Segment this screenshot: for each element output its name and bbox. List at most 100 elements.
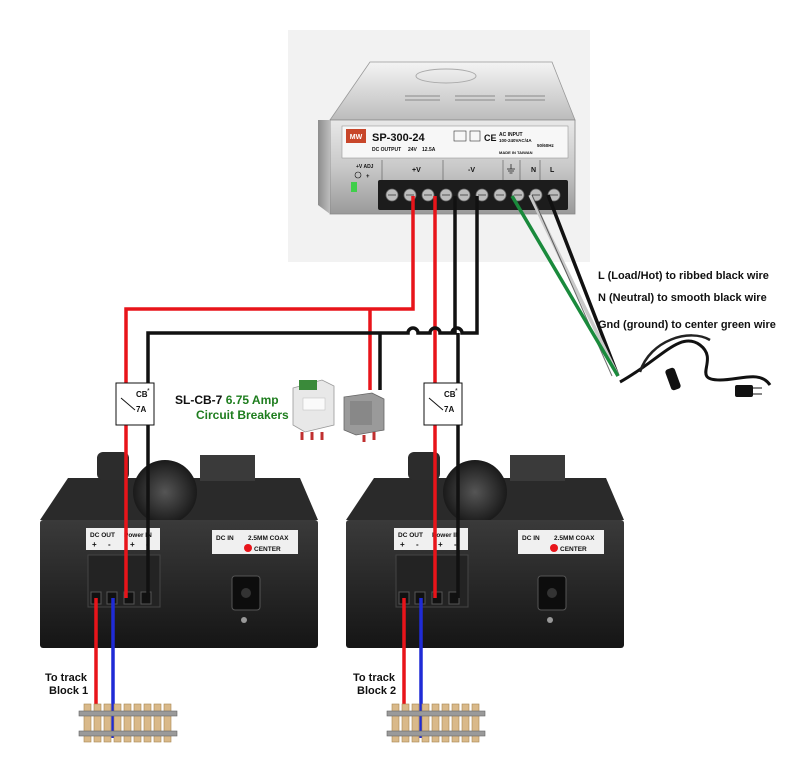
label-load-wire: L (Load/Hot) to ribbed black wire: [598, 270, 769, 282]
psu-terminal-pos-label: +V: [412, 167, 421, 174]
controller-2-power-in: Power IN: [432, 532, 460, 539]
breaker-1-cb-text: CB: [136, 390, 148, 399]
track-1-tie-3: [103, 703, 112, 743]
track-1-tie-9: [163, 703, 172, 743]
svg-text:*: *: [455, 388, 458, 395]
psu-dc-output-label: DC OUTPUT: [372, 147, 401, 153]
controller-1-center: CENTER: [254, 546, 281, 553]
breaker-photo-green-toggle: [299, 380, 317, 390]
breaker-1-rating-text: 7A: [136, 405, 146, 414]
controller-1-dc-in: DC IN: [216, 535, 234, 542]
psu-top-face: [329, 61, 576, 121]
track-2-tie-8: [461, 703, 470, 743]
ac-cord-plug: [735, 385, 753, 397]
psu-terminal-n-label: N: [531, 167, 536, 174]
controller-1-fan: [133, 460, 197, 524]
track-2-rail-top: [386, 710, 486, 717]
ac-neutral-wire: [528, 194, 620, 377]
ac-ground-wire: [510, 195, 620, 377]
controller-2-knob: [408, 452, 440, 480]
circuit-breaker-photo: [292, 379, 385, 442]
neg-rail-to-controller-2-junction: [450, 196, 479, 335]
track-1-tie-5: [123, 703, 132, 743]
controller-2-dc-out: DC OUT: [398, 532, 423, 539]
psu-terminal-l-label: L: [550, 167, 555, 174]
psu-dc-current: 12.5A: [422, 147, 436, 153]
ac-cord-cable: [619, 339, 772, 386]
psu-ce-mark-icon: CE: [484, 133, 497, 143]
psu-ac-input-label: AC INPUT: [499, 132, 523, 138]
controller-2-plus-2: +: [438, 540, 443, 549]
controller-2-fan: [443, 460, 507, 524]
controller-2-coax: 2.5MM COAX: [554, 535, 595, 542]
psu-side-face: [318, 120, 330, 214]
track-2-tie-5: [431, 703, 440, 743]
controller-1-power-in: Power IN: [124, 532, 152, 539]
controller-2-minus: -: [416, 540, 419, 549]
controller-1-screw-icon: [241, 617, 247, 623]
psu-terminal-neg-label: -V: [468, 167, 475, 174]
track-1-label-line1: To track: [45, 672, 88, 684]
controller-2-heatsink: [510, 455, 565, 481]
track-controller-2: DC OUT Power IN + - + - DC IN 2.5MM COAX…: [346, 452, 624, 648]
psu-dc-voltage: 24V: [408, 147, 418, 153]
controller-2-minus-2: -: [454, 540, 457, 549]
psu-ul-mark-icon: [453, 130, 467, 142]
psu-adj-plus: +: [366, 174, 370, 180]
controller-2-dc-in-label-plate: [518, 530, 604, 554]
track-1-tie-1: [83, 703, 92, 743]
psu-ac-freq: 50/60Hz: [537, 143, 555, 148]
ac-wires: [510, 194, 620, 377]
track-section-1: [78, 703, 178, 743]
controller-2-plus: +: [400, 540, 405, 549]
psu-terminal-block: [378, 180, 568, 210]
psu-adj-label: +V ADJ: [356, 164, 374, 170]
psu-model: SP-300-24: [372, 132, 425, 144]
breaker-2-cb-text: CB: [444, 390, 456, 399]
track-1-tie-7: [143, 703, 152, 743]
controller-1-minus: -: [108, 540, 111, 549]
ac-cord: [583, 318, 785, 400]
pos-rail-to-breaker-1: [124, 196, 415, 385]
track-section-2: [386, 703, 486, 743]
svg-text:*: *: [147, 388, 150, 395]
psu-cert-mark-icon: [469, 130, 481, 142]
controller-1-coax: 2.5MM COAX: [248, 535, 289, 542]
track-1-tie-8: [153, 703, 162, 743]
label-ground-wire: Gnd (ground) to center green wire: [598, 319, 776, 331]
track-1-tie-2: [93, 703, 102, 743]
track-1-rail-bottom: [78, 730, 178, 737]
controller-1-knob: [97, 452, 129, 480]
track-1-tie-4: [113, 703, 122, 743]
controller-1-dc-out: DC OUT: [90, 532, 115, 539]
track-2-tie-6: [441, 703, 450, 743]
track-2-label-line1: To track: [353, 672, 396, 684]
breaker-title: SL-CB-7 6.75 Amp: [175, 393, 279, 407]
ac-cord-switch: [665, 367, 681, 391]
psu-brand-text: MW: [350, 134, 363, 141]
track-1-tie-6: [133, 703, 142, 743]
psu-adj-pot-icon: [354, 171, 362, 179]
psu-power-led: [351, 182, 357, 192]
controller-1-center-dot-icon: [244, 544, 252, 552]
breaker-description: Circuit Breakers: [196, 408, 289, 422]
controller-1-plus-2: +: [130, 540, 135, 549]
track-controller-1: DC OUT Power IN + - + - DC IN 2.5MM COAX…: [40, 452, 318, 648]
track-1-label-line2: Block 1: [49, 685, 88, 697]
label-neutral-wire: N (Neutral) to smooth black wire: [598, 292, 767, 304]
controller-2-screw-icon: [547, 617, 553, 623]
track-2-label-line2: Block 2: [357, 685, 396, 697]
track-1-rail-top: [78, 710, 178, 717]
controller-2-center-dot-icon: [550, 544, 558, 552]
controller-2-center: CENTER: [560, 546, 587, 553]
track-2-tie-9: [471, 703, 480, 743]
controller-1-dc-in-label-plate: [212, 530, 298, 554]
breaker-symbol-1: CB 7A *: [115, 382, 155, 426]
psu-label: [341, 125, 569, 159]
controller-2-dc-label-plate: [394, 528, 468, 550]
psu-fan-grille: [415, 68, 477, 84]
track-2-tie-4: [421, 703, 430, 743]
breaker-symbol-2: CB 7A *: [423, 382, 463, 426]
